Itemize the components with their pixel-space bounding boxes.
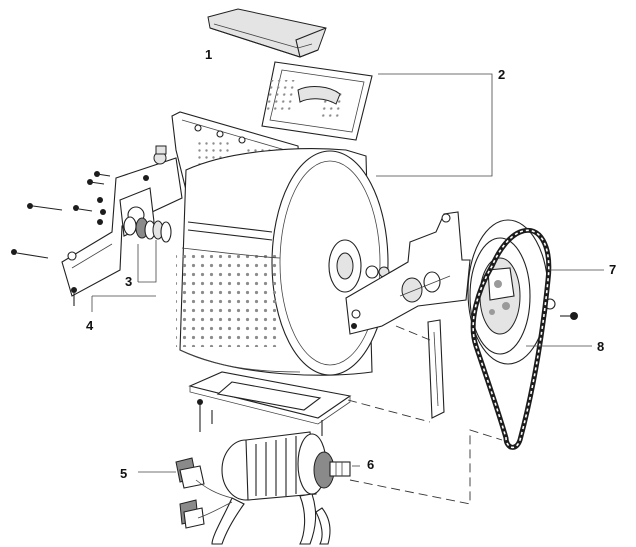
callout-2: 2 — [498, 67, 505, 82]
motor-mount-part — [188, 371, 352, 436]
bearing-seal-kit-part — [123, 216, 172, 243]
screw-icon — [11, 171, 149, 306]
callout-5: 5 — [120, 466, 127, 481]
assembly-guide-lines — [347, 325, 503, 505]
callout-labels: 1 2 3 4 5 6 7 8 — [86, 47, 616, 481]
callout-7: 7 — [609, 262, 616, 277]
callout-3: 3 — [125, 274, 132, 289]
callout-4: 4 — [86, 318, 94, 333]
filter-cover-part — [207, 8, 327, 58]
carbon-brush-part — [175, 457, 233, 529]
leader-lines — [91, 73, 604, 473]
callout-6: 6 — [367, 457, 374, 472]
right-drum-bracket-part — [345, 211, 471, 419]
drive-belt-part — [470, 227, 552, 450]
callout-8: 8 — [597, 339, 604, 354]
motor-part — [211, 431, 351, 545]
callout-1: 1 — [205, 47, 212, 62]
washer-drum-part — [176, 148, 390, 376]
pulley-part — [467, 219, 578, 365]
